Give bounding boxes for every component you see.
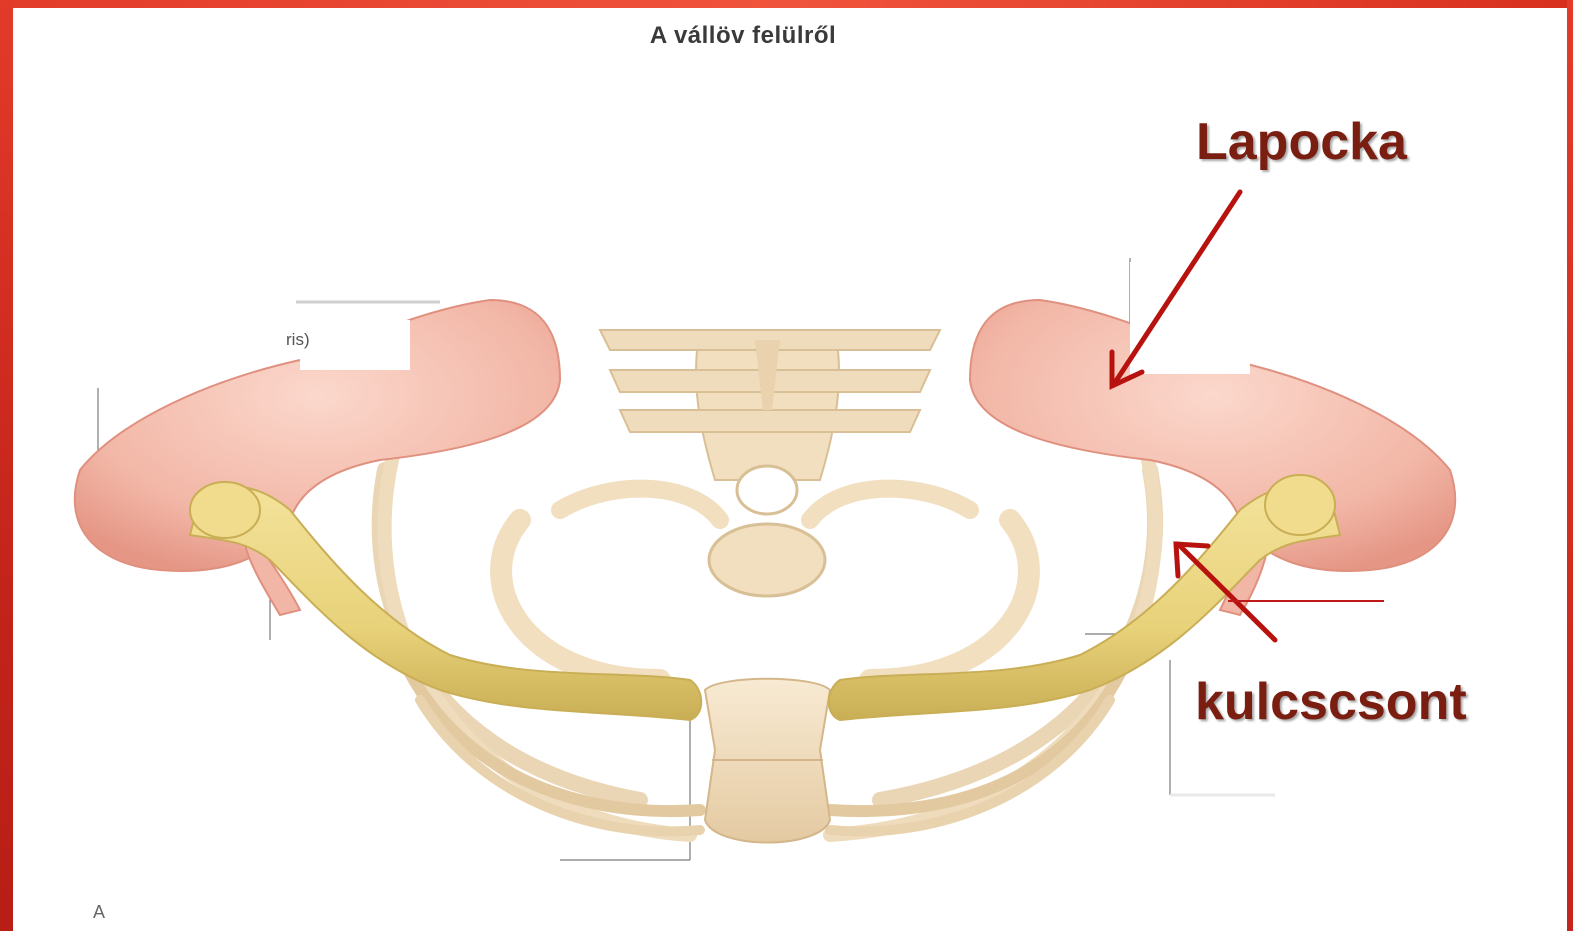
spine [600,330,940,596]
label-fragment-ris: ris) [286,330,310,350]
scapula-label: Lapocka [1196,112,1407,172]
clavicle-label: kulcscsont [1195,672,1467,732]
sternum [705,679,830,843]
left-clavicle [190,482,701,720]
label-fragment-a: A [93,902,105,923]
mask-panel-left [300,320,410,370]
mask-panel-right [1130,262,1250,374]
